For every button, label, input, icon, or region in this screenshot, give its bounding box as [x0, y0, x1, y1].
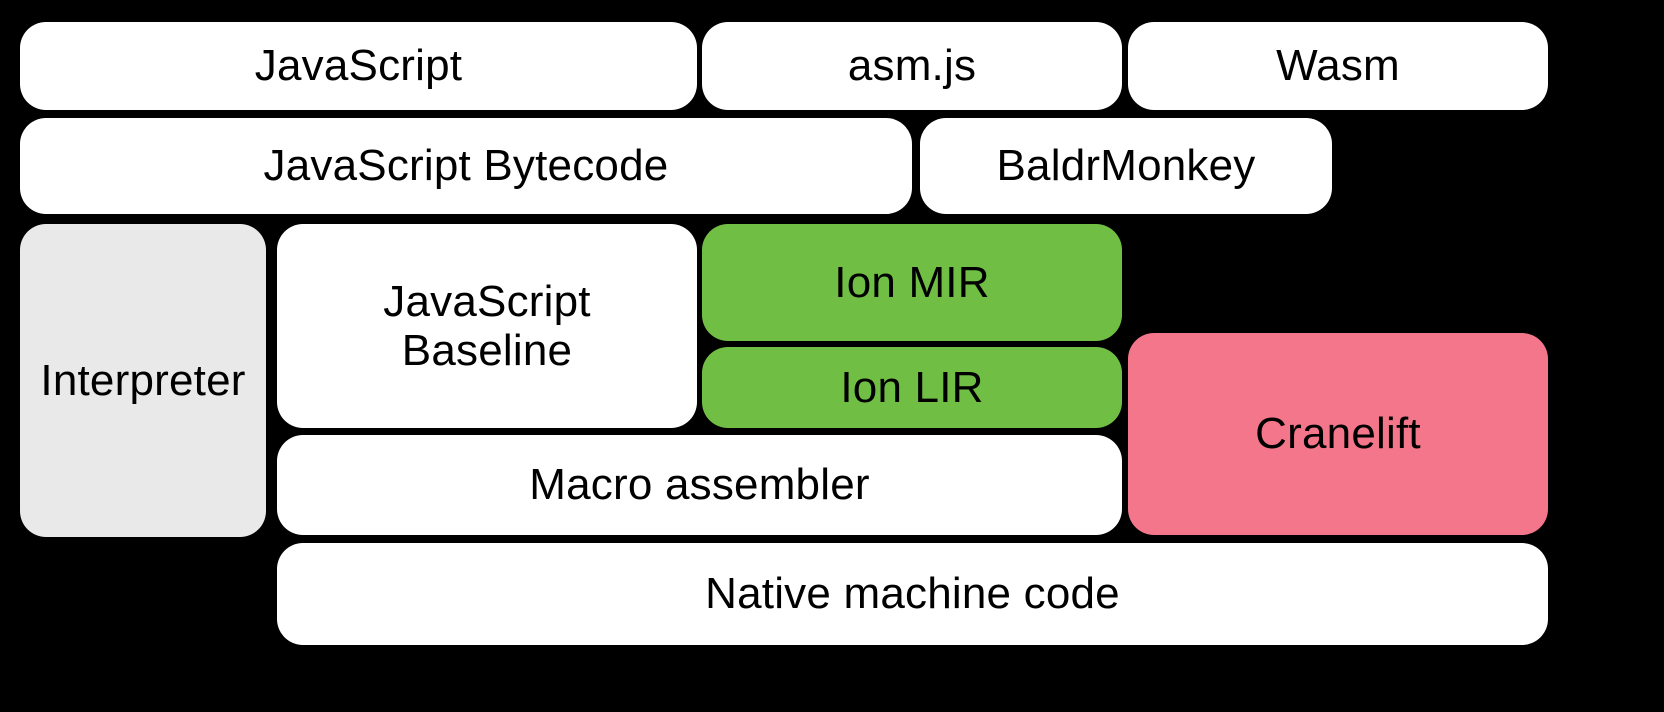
node-native-machine-code[interactable]: Native machine code — [277, 543, 1548, 645]
node-javascript[interactable]: JavaScript — [20, 22, 697, 110]
node-macro-assembler[interactable]: Macro assembler — [277, 435, 1122, 535]
node-interpreter[interactable]: Interpreter — [20, 224, 266, 537]
node-ion-lir[interactable]: Ion LIR — [702, 347, 1122, 428]
node-javascript-bytecode[interactable]: JavaScript Bytecode — [20, 118, 912, 214]
node-cranelift[interactable]: Cranelift — [1128, 333, 1548, 535]
node-asmjs[interactable]: asm.js — [702, 22, 1122, 110]
node-wasm[interactable]: Wasm — [1128, 22, 1548, 110]
node-ion-mir[interactable]: Ion MIR — [702, 224, 1122, 341]
node-baldrmonkey[interactable]: BaldrMonkey — [920, 118, 1332, 214]
node-javascript-baseline[interactable]: JavaScript Baseline — [277, 224, 697, 428]
